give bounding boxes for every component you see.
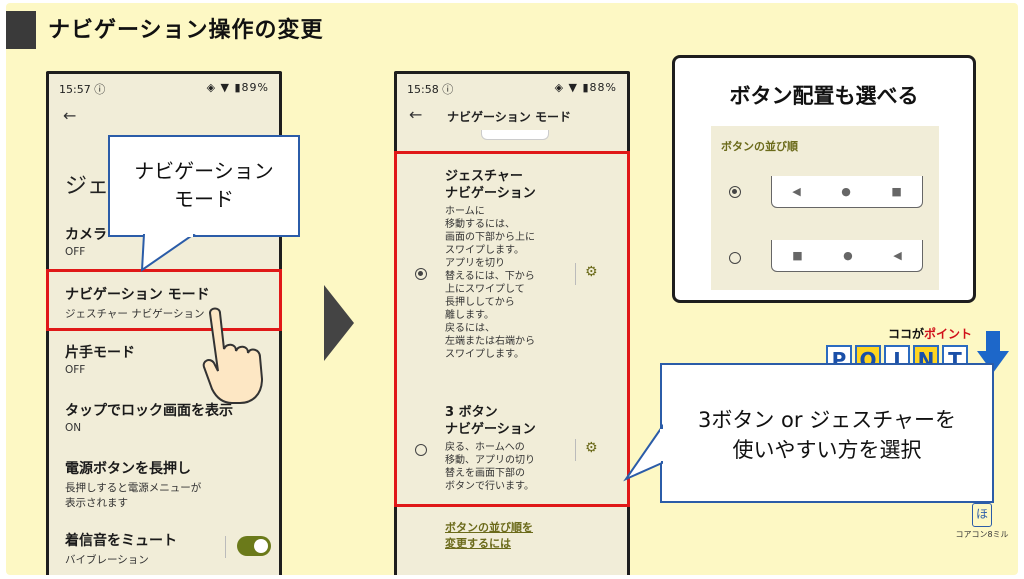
setting-sub: ON — [65, 422, 82, 434]
option-desc: ホームに 移動するには、 画面の下部から上に スワイプします。 アプリを切り 替… — [445, 206, 535, 360]
setting-title: 片手モード — [65, 345, 135, 361]
radio-order-2[interactable] — [729, 252, 741, 264]
toggle-knob — [254, 539, 268, 553]
setting-sub: OFF — [65, 246, 86, 258]
setting-sub: OFF — [65, 364, 86, 376]
illustration-stub — [481, 130, 549, 140]
status-time: 15:57 ⓘ — [59, 83, 106, 96]
option-desc: 戻る、ホームへの 移動、アプリの切り 替えを画面下部の ボタンで行います。 — [445, 442, 535, 492]
home-icon: ● — [841, 185, 851, 198]
navbar-preview-1: ◀ ● ■ — [771, 176, 923, 208]
setting-power-button[interactable]: 電源ボタンを長押し 長押しすると電源メニューが 表示されます — [65, 458, 201, 510]
setting-mute-ringtone[interactable]: 着信音をミュート バイブレーション — [65, 530, 177, 567]
slide: ナビゲーション操作の変更 15:57 ⓘ ◈ ▼ ▮89% ← ジェ カメラ O… — [6, 3, 1018, 575]
setting-camera[interactable]: カメラ OFF — [65, 224, 107, 258]
panel-label: ボタンの並び順 — [721, 140, 798, 153]
setting-sub: 長押しすると電源メニューが 表示されます — [65, 482, 202, 509]
setting-tap-lock-screen[interactable]: タップでロック画面を表示 ON — [65, 400, 233, 434]
radio-gesture[interactable] — [415, 268, 427, 280]
setting-one-hand-mode[interactable]: 片手モード OFF — [65, 342, 135, 376]
divider — [575, 439, 576, 461]
highlight-navigation-mode — [46, 269, 282, 331]
phone-navigation-mode: 15:58 ⓘ ◈ ▼ ▮88% ← ナビゲーション モード ジェスチャー ナビ… — [394, 71, 630, 575]
app-header: ← ナビゲーション モード — [397, 102, 627, 130]
highlight-options — [394, 151, 630, 507]
status-icons: ◈ ▼ ▮89% — [206, 81, 269, 94]
point-caption: ココがポイント — [888, 327, 973, 341]
slide-title: ナビゲーション操作の変更 — [48, 18, 324, 43]
button-order-panel: ボタン配置も選べる ボタンの並び順 ◀ ● ■ ■ ● ◀ — [672, 55, 976, 303]
panel-inner: ボタンの並び順 ◀ ● ■ ■ ● ◀ — [711, 126, 939, 290]
status-bar: 15:58 ⓘ ◈ ▼ ▮88% — [407, 81, 617, 97]
recents-icon: ■ — [792, 249, 803, 262]
button-order-link[interactable]: ボタンの並び順を 変更するには — [445, 521, 533, 550]
setting-title: 電源ボタンを長押し — [65, 461, 191, 477]
setting-title: カメラ — [65, 227, 107, 243]
next-arrow-icon — [324, 285, 354, 361]
brand-badge: ほ — [972, 503, 992, 527]
status-icons: ◈ ▼ ▮88% — [554, 81, 617, 94]
back-arrow-icon[interactable]: ← — [63, 106, 77, 125]
setting-navigation-mode[interactable]: ナビゲーション モード ジェスチャー ナビゲーション — [65, 284, 210, 321]
setting-sub: バイブレーション — [65, 554, 149, 566]
down-arrow-icon — [986, 331, 1000, 353]
status-bar: 15:57 ⓘ ◈ ▼ ▮89% — [59, 81, 269, 97]
setting-title: ナビゲーション モード — [65, 287, 210, 303]
divider — [575, 263, 576, 285]
option-gesture[interactable]: ジェスチャー ナビゲーション ホームに 移動するには、 画面の下部から上に スワ… — [445, 168, 575, 361]
option-title: ジェスチャー ナビゲーション — [445, 169, 536, 201]
status-time: 15:58 ⓘ — [407, 83, 454, 96]
page-title-partial: ジェ — [65, 174, 110, 199]
divider — [225, 536, 226, 558]
setting-sub: ジェスチャー ナビゲーション — [65, 308, 205, 320]
callout-tail — [140, 234, 196, 272]
callout-tail — [623, 423, 664, 482]
setting-title: タップでロック画面を表示 — [65, 403, 233, 419]
brand-text: コアコン8ミル — [955, 530, 1009, 539]
back-icon: ◀ — [893, 249, 902, 262]
pointing-hand-icon — [202, 307, 264, 404]
option-title: 3 ボタン ナビゲーション — [445, 405, 536, 437]
callout-navigation-mode: ナビゲーション モード — [108, 135, 300, 237]
panel-title: ボタン配置も選べる — [729, 84, 919, 108]
brand-logo: ほ コアコン8ミル — [952, 503, 1012, 553]
back-arrow-icon[interactable]: ← — [409, 105, 423, 124]
recents-icon: ■ — [891, 185, 902, 198]
mute-toggle[interactable] — [237, 536, 271, 556]
navbar-preview-2: ■ ● ◀ — [771, 240, 923, 272]
callout-choose-method: 3ボタン or ジェスチャーを 使いやすい方を選択 — [660, 363, 994, 503]
home-icon: ● — [843, 249, 853, 262]
title-marker — [6, 11, 36, 49]
back-icon: ◀ — [792, 185, 801, 198]
option-3-button[interactable]: 3 ボタン ナビゲーション 戻る、ホームへの 移動、アプリの切り 替えを画面下部… — [445, 404, 575, 493]
radio-3-button[interactable] — [415, 444, 427, 456]
setting-title: 着信音をミュート — [65, 533, 177, 549]
gear-icon[interactable]: ⚙ — [585, 440, 598, 456]
radio-order-1[interactable] — [729, 186, 741, 198]
header-title: ナビゲーション モード — [447, 110, 571, 124]
gear-icon[interactable]: ⚙ — [585, 264, 598, 280]
